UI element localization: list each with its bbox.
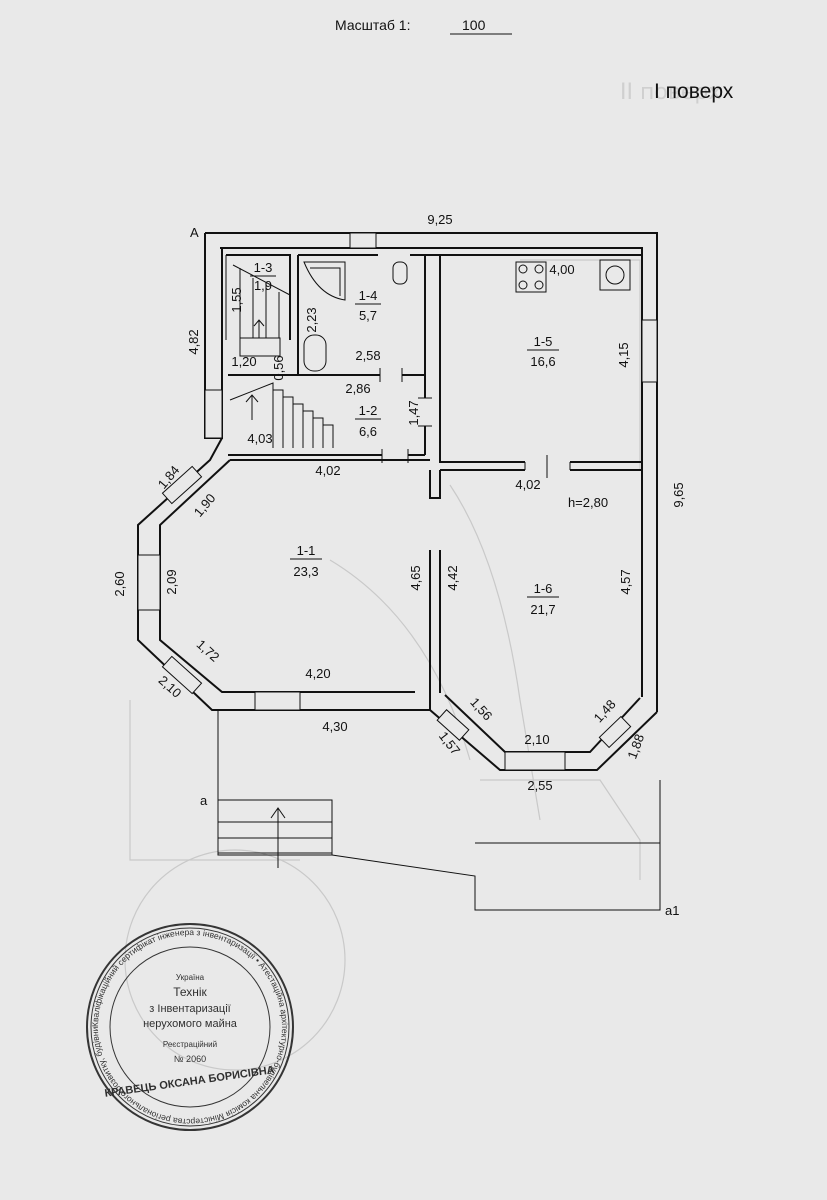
dim-r11-right: 4,65 bbox=[408, 565, 423, 590]
window-bay-4 bbox=[436, 709, 470, 741]
room-id: 1-5 bbox=[534, 334, 553, 349]
window-bay-6 bbox=[598, 715, 632, 749]
dim-r16-top: 4,02 bbox=[515, 477, 540, 492]
dim-r13-height: 1,55 bbox=[229, 287, 244, 312]
dim-r11-top: 4,02 bbox=[315, 463, 340, 478]
dim-r16-right: 4,57 bbox=[618, 569, 633, 594]
dim-kitchen-depth: 4,15 bbox=[616, 342, 631, 367]
scale-value: 100 bbox=[462, 17, 486, 33]
dim-r14-depth: 2,23 bbox=[304, 307, 319, 332]
window-bay-2 bbox=[137, 554, 161, 611]
stamp-reg-number: № 2060 bbox=[174, 1054, 206, 1064]
dim-kitchen-width: 4,00 bbox=[549, 262, 574, 277]
marker-a: a bbox=[200, 793, 208, 808]
dim-r11-bottom-inner: 4,20 bbox=[305, 666, 330, 681]
dim-bay-inner-1: 1,90 bbox=[191, 491, 219, 520]
dim-r16-bay-r-inner: 1,48 bbox=[591, 697, 619, 726]
dim-r16-bay-r-outer: 1,88 bbox=[624, 732, 647, 761]
marker-a1: a1 bbox=[665, 903, 679, 918]
room-id: 1-2 bbox=[359, 403, 378, 418]
bleed-through bbox=[124, 259, 641, 1071]
dim-hall-width: 2,86 bbox=[345, 381, 370, 396]
windows bbox=[137, 232, 658, 771]
dim-right-total: 9,65 bbox=[671, 482, 686, 507]
dim-stair-run: 4,03 bbox=[247, 431, 272, 446]
room-area: 16,6 bbox=[530, 354, 555, 369]
dim-r14-width: 2,58 bbox=[355, 348, 380, 363]
room-id: 1-4 bbox=[359, 288, 378, 303]
dim-stair-width: 1,20 bbox=[231, 354, 256, 369]
scale-label: Масштаб 1: bbox=[335, 17, 410, 33]
floor-label: І поверх bbox=[654, 80, 734, 103]
dim-r16-left: 4,42 bbox=[445, 565, 460, 590]
window-top bbox=[349, 232, 377, 249]
room-area: 6,6 bbox=[359, 424, 377, 439]
window-bay-1 bbox=[161, 465, 203, 505]
dim-r16-bay-bottom-outer: 2,55 bbox=[527, 778, 552, 793]
dim-left-upper: 4,82 bbox=[186, 329, 201, 354]
stamp-line2: з Інвентаризації bbox=[149, 1003, 230, 1015]
dim-ceiling: h=2,80 bbox=[568, 495, 608, 510]
room-area: 23,3 bbox=[293, 564, 318, 579]
dim-r11-bottom-outer: 4,30 bbox=[322, 719, 347, 734]
exterior bbox=[217, 710, 661, 911]
room-labels: 1-3 1,9 1-4 5,7 1-5 16,6 1-2 6,6 1-1 23,… bbox=[250, 260, 559, 617]
svg-text:ІІ поверх: ІІ поверх bbox=[620, 80, 721, 105]
room-area: 1,9 bbox=[254, 278, 272, 293]
stamp-reg-label: Реєстраційний bbox=[163, 1040, 217, 1049]
window-bottom-left bbox=[254, 691, 301, 711]
dimensions: 9,25 4,82 9,65 1,55 2,23 1,20 0,56 2,58 … bbox=[112, 212, 686, 793]
room-id: 1-3 bbox=[254, 260, 273, 275]
window-stair bbox=[204, 389, 223, 439]
stamp-country: Україна bbox=[176, 973, 205, 982]
marker-A: A bbox=[190, 225, 199, 240]
room-area: 21,7 bbox=[530, 602, 555, 617]
dim-top: 9,25 bbox=[427, 212, 452, 227]
dim-bay-outer-2: 2,60 bbox=[112, 571, 127, 596]
interior-walls bbox=[225, 254, 642, 693]
stamp-line3: нерухомого майна bbox=[143, 1018, 238, 1030]
dim-bay-inner-2: 2,09 bbox=[164, 569, 179, 594]
window-bay-5 bbox=[504, 751, 566, 771]
stamp-line1: Технік bbox=[173, 985, 207, 999]
room-id: 1-6 bbox=[534, 581, 553, 596]
room-area: 5,7 bbox=[359, 308, 377, 323]
dim-stair-gap: 0,56 bbox=[271, 355, 286, 380]
dim-hall-depth: 1,47 bbox=[406, 400, 421, 425]
dim-bay-inner-3: 1,72 bbox=[194, 637, 223, 665]
dim-r16-bay-bottom-inner: 2,10 bbox=[524, 732, 549, 747]
window-kitchen bbox=[641, 319, 658, 383]
room-id: 1-1 bbox=[297, 543, 316, 558]
window-bay-3 bbox=[161, 655, 203, 695]
